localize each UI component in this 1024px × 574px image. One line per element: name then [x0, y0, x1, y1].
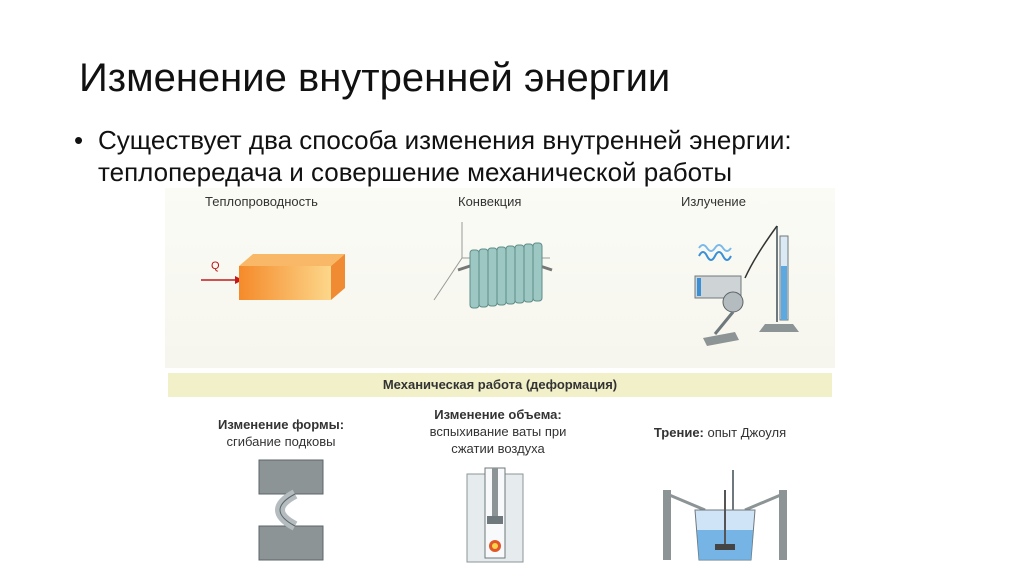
bullet-marker: • [74, 125, 84, 155]
friction-title: Трение: [653, 425, 704, 440]
volume-change-title: Изменение объема: [434, 407, 562, 422]
volume-change-desc-1: вспыхивание ваты при [429, 424, 567, 439]
heat-arrow-label: Q [211, 260, 220, 272]
volume-change-desc-2: сжатии воздуха [451, 441, 545, 456]
bullet-text: Существует два способа изменения внутрен… [98, 125, 792, 187]
energy-change-figure: Теплопроводность Конвекция Излучение Q [165, 188, 835, 574]
convection-label: Конвекция [458, 194, 522, 209]
shape-change-title: Изменение формы: [217, 417, 345, 432]
conduction-block-icon [201, 254, 345, 300]
mechanical-work-label: Механическая работа (деформация) [382, 377, 618, 392]
radiation-apparatus-icon [694, 225, 799, 346]
radiator-icon [433, 222, 553, 309]
radiation-label: Излучение [681, 194, 746, 209]
joule-experiment-icon [663, 470, 787, 561]
slide-title: Изменение внутренней энергии [79, 56, 671, 100]
mechanical-work-band: Механическая работа (деформация) [168, 373, 832, 397]
shape-change-caption: Изменение формы: сгибание подковы [191, 416, 371, 450]
shape-change-desc: сгибание подковы [226, 434, 336, 449]
volume-change-caption: Изменение объема: вспыхивание ваты при с… [403, 406, 593, 457]
conduction-label: Теплопроводность [205, 194, 318, 209]
horseshoe-bending-icon [258, 459, 324, 561]
friction-caption: Трение: опыт Джоуля [625, 424, 815, 441]
friction-desc: опыт Джоуля [707, 425, 787, 440]
fire-syringe-icon [466, 467, 524, 563]
